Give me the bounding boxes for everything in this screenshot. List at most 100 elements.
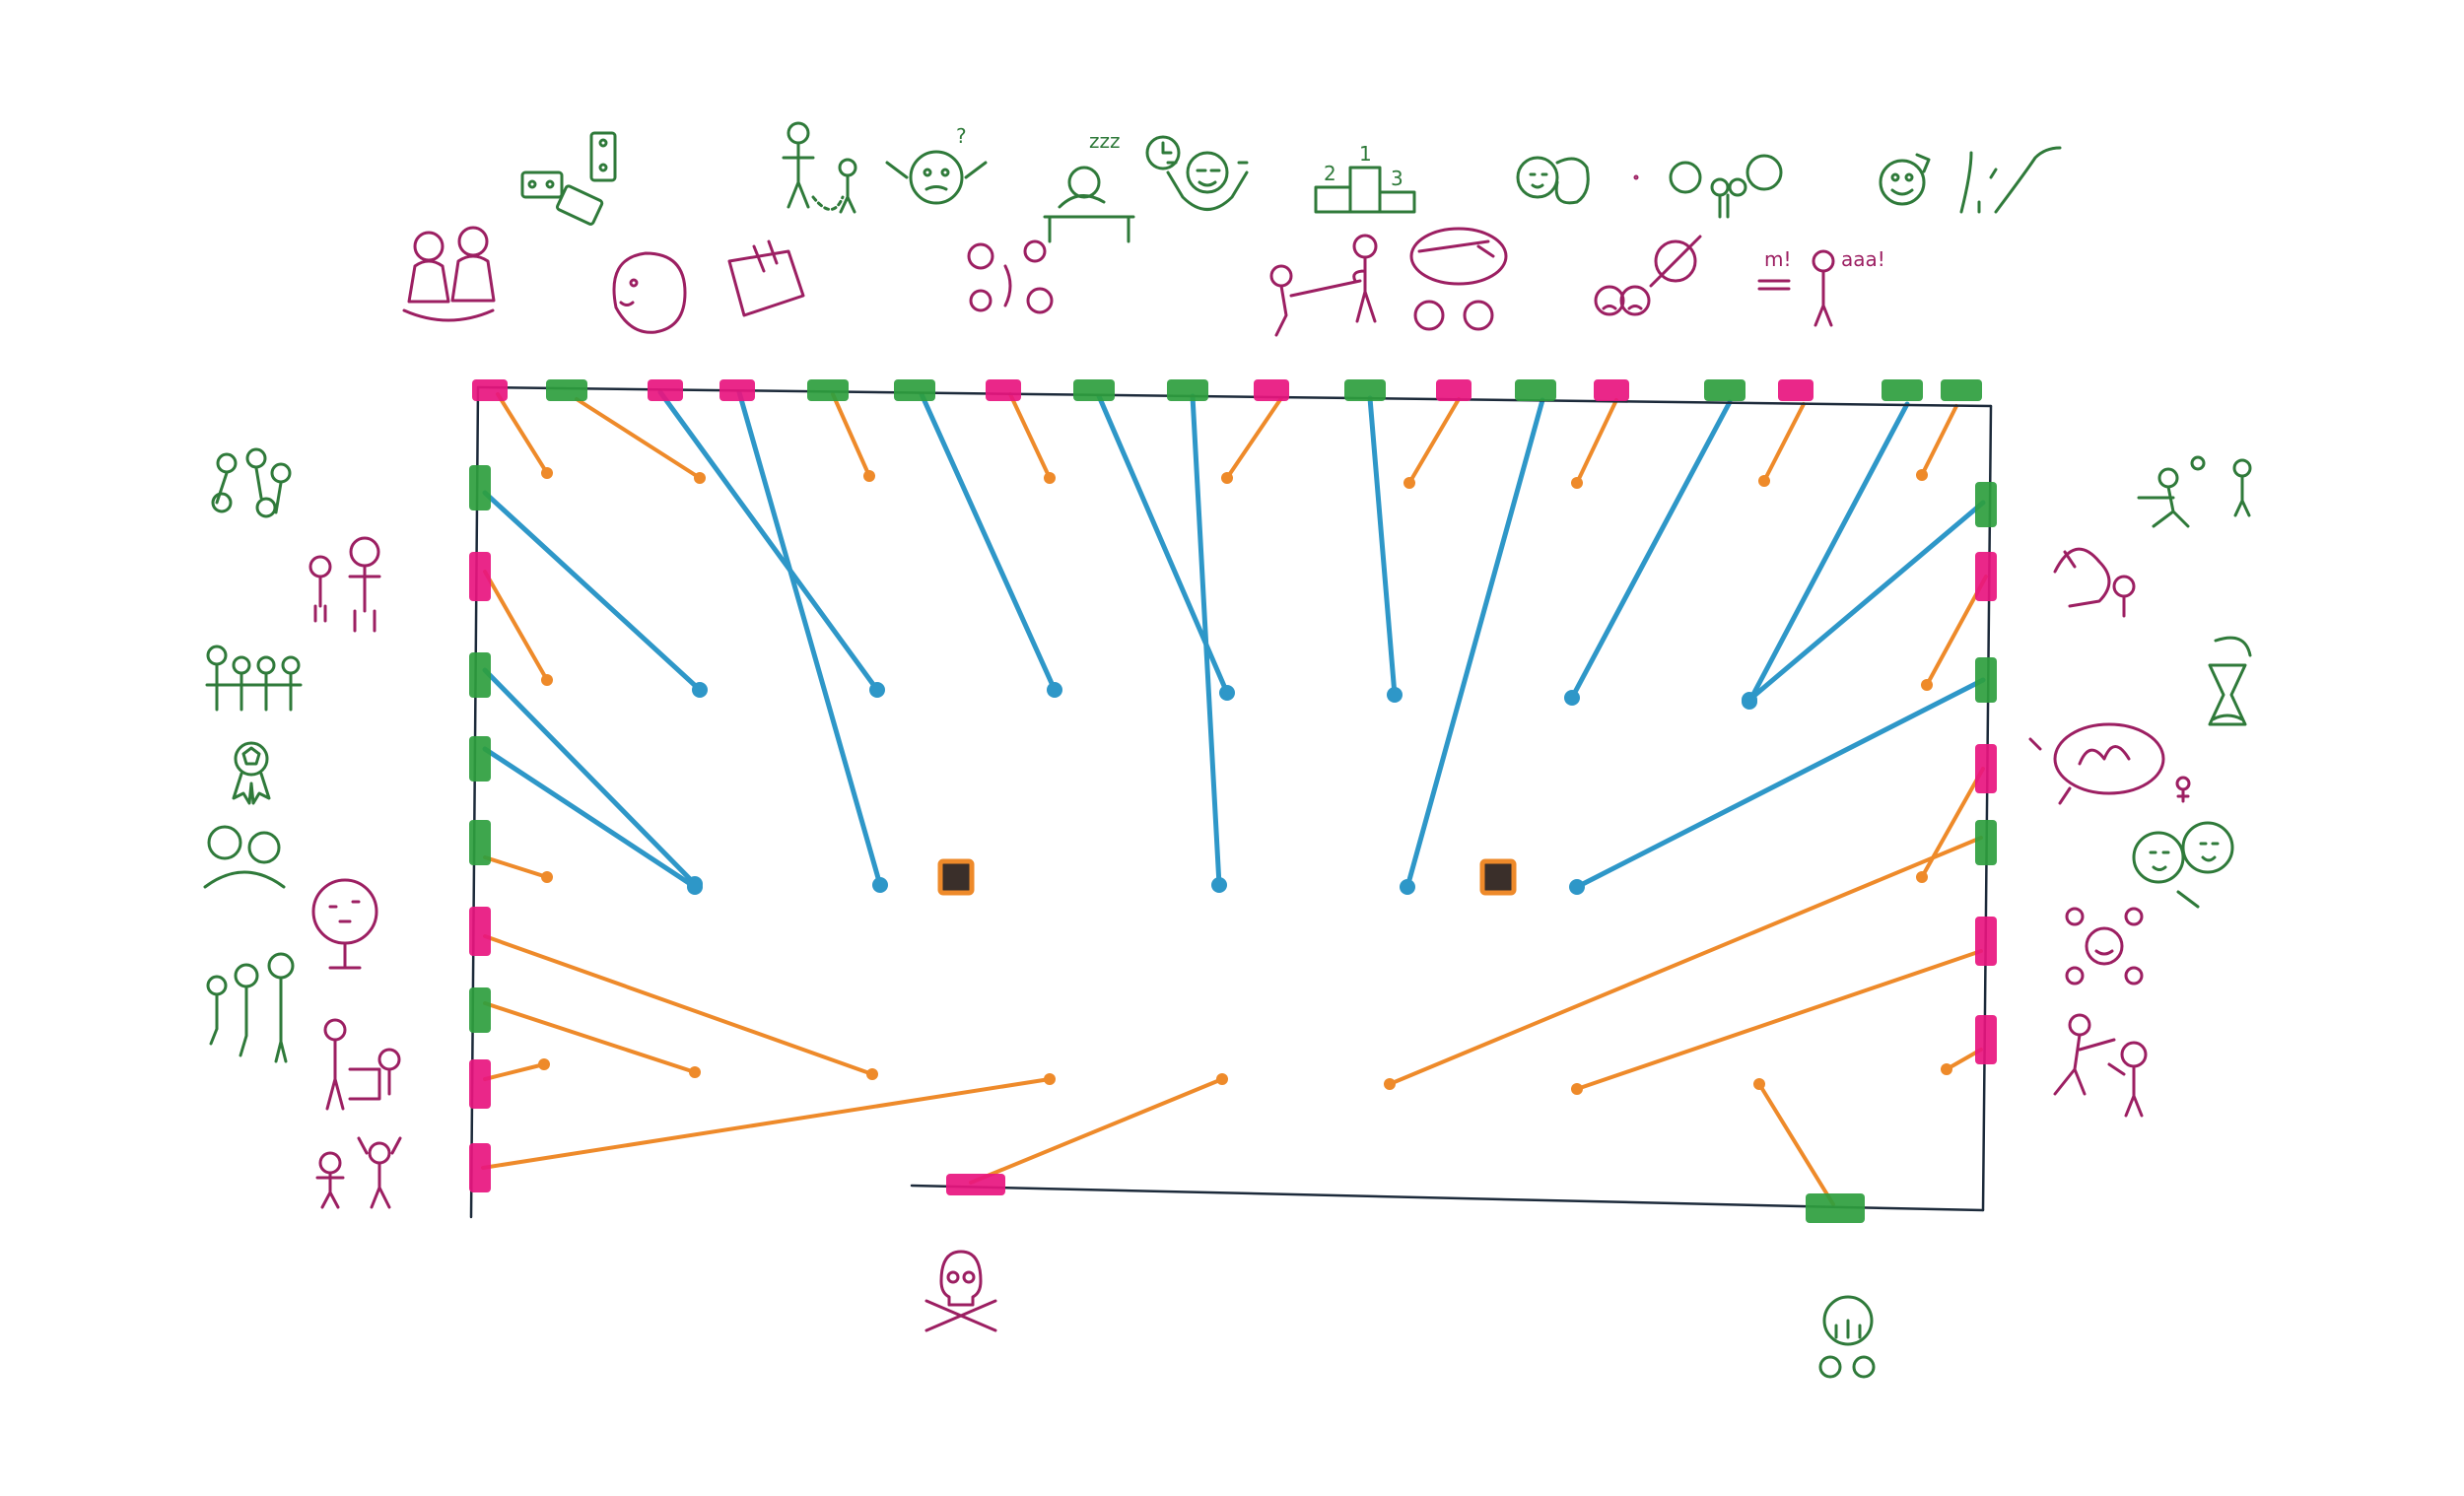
marker-left-green [469,652,491,698]
connector-dot [1384,1078,1396,1090]
connector-line [1746,401,1910,705]
connector-line [1407,397,1461,485]
connector-line [1575,949,1983,1091]
two-faces-icon [2132,821,2234,909]
connector-line [481,1077,1052,1170]
child-fall-icon [2053,547,2136,618]
connector-dot [872,877,888,893]
podium-first: 1 [1359,142,1372,166]
connector-line [1757,1082,1835,1206]
connector-line [482,746,698,890]
sleep-text: zzz [1089,129,1121,153]
marker-right-green [1975,820,1997,865]
connector-dot [694,472,706,484]
baby-head-icon [612,251,687,334]
caregiver-icon [323,1018,401,1111]
marker-top-magenta [1436,379,1472,401]
marker-left-magenta [469,1059,491,1109]
connection-lines [481,389,1988,1206]
connector-line [1575,398,1618,485]
podium-icon: 1 2 3 [1314,142,1416,214]
connector-dot [1221,472,1233,484]
hug-icon [203,825,286,889]
sad-faces-icon [1594,285,1651,316]
dominoes-icon [520,131,617,226]
connector-line [482,490,703,693]
outline-right [1981,404,1993,1212]
marker-top-green [894,379,935,401]
connector-dot [1742,692,1757,708]
marker-right-magenta [1975,552,1997,601]
crossed-face-icon [1649,235,1702,288]
skull-crossbones-icon [924,1250,997,1332]
bag-icon [727,239,805,317]
marker-left-green [469,465,491,510]
marker-top-magenta [986,379,1021,401]
connector-dot [1044,472,1056,484]
marker-right-green [1975,657,1997,703]
connector-dot [866,1068,878,1080]
emotions-icon [2065,907,2144,986]
connector-dot [1400,879,1415,895]
connector-dot [1044,1073,1056,1085]
marker-right-magenta [1975,1015,1997,1064]
connector-line [482,667,698,887]
marker-top-green [1704,379,1745,401]
hourglass-icon [2208,636,2252,726]
clock-icon [1145,135,1181,170]
connector-line [1920,404,1958,477]
connector-line [1388,836,1983,1086]
connector-dot [1571,1083,1583,1095]
marker-top-magenta [472,379,508,401]
shouting-icon: m! aaa! [1757,247,1885,327]
connector-dot [541,467,553,479]
connector-line [1746,500,1986,703]
faces-icon [1516,156,1590,205]
connector-dot [1569,879,1585,895]
speech-bubble-icon [1409,227,1508,331]
couple-icon [1633,174,1639,180]
connector-dot [1211,877,1227,893]
connector-dot [1916,871,1928,883]
adult-child-icon [308,536,381,633]
marker-left-green [469,820,491,865]
marker-top-green [807,379,849,401]
connector-dot [541,871,553,883]
connector-line [1920,767,1985,879]
connector-dot [1403,477,1415,489]
connector-line [575,397,702,480]
connector-line [1762,402,1806,483]
tug-of-war-icon [1269,234,1378,337]
podium-third: 3 [1391,167,1403,190]
connector-line [496,392,549,475]
marker-left-green [469,736,491,782]
connector-dot [863,470,875,482]
smiley-arrow-icon [1879,153,1931,206]
parent-child-icon [782,121,857,214]
connector-dot [538,1058,550,1070]
family-walk-icon [206,952,295,1063]
connector-line [1574,677,1986,890]
connector-dot [1921,679,1933,691]
community-bubble-icon [1818,1295,1876,1379]
connector-line [831,392,871,478]
edge-markers [469,379,1997,1223]
marker-top-magenta [1778,379,1814,401]
connector-dot [1916,469,1928,481]
connector-line [1225,396,1283,480]
marker-right-green [1975,482,1997,527]
connector-dot [1387,687,1403,703]
connector-line [736,389,883,888]
podium-second: 2 [1324,162,1336,185]
icons-layer: ? zzz 1 2 3 [203,121,2252,1379]
question-mark: ? [956,124,967,148]
marker-top-magenta [1254,379,1289,401]
marker-left-magenta [469,1143,491,1192]
shout-text-1: m! [1764,247,1792,271]
connector-line [483,934,874,1076]
connector-line [483,1001,697,1074]
connector-dot [1219,685,1235,701]
confused-face-icon: ? [885,124,988,205]
marker-top-magenta [1594,379,1629,401]
